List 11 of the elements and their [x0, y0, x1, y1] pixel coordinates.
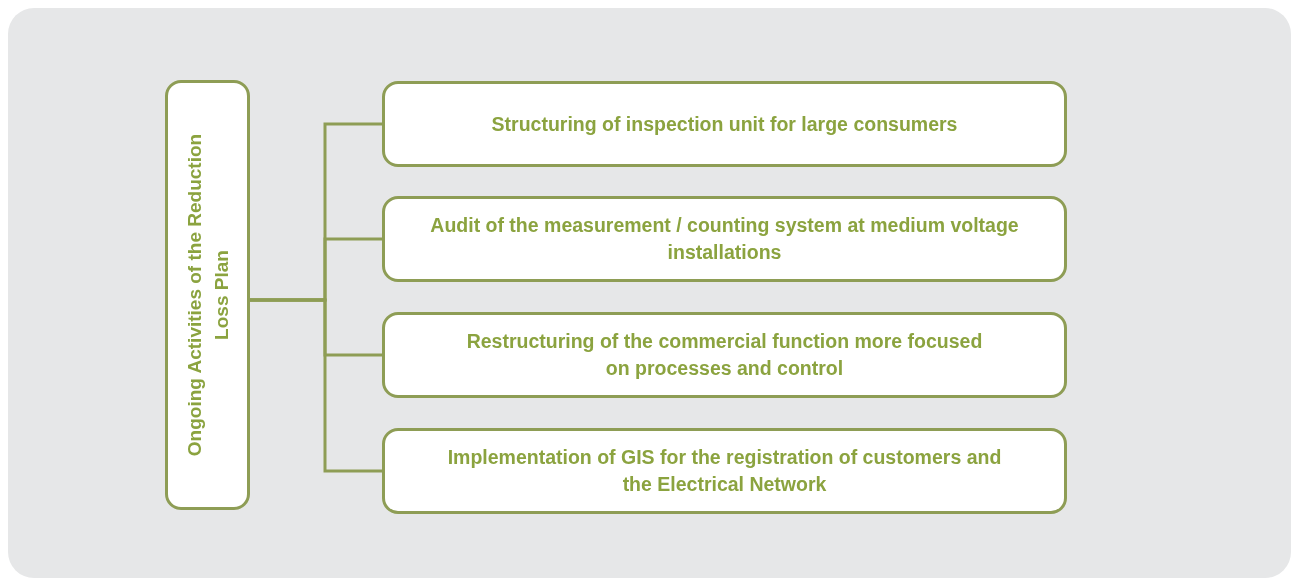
activity-text: Audit of the measurement / counting system at medium voltage installations	[429, 213, 1020, 265]
activity-box	[382, 81, 1067, 167]
activity-box	[382, 196, 1067, 282]
connector-line	[250, 298, 382, 473]
activity-text: Implementation of GIS for the registration of customers and the Electrical Network	[446, 445, 1003, 497]
activity-text: Restructuring of the commercial function more focused on processes and control	[465, 329, 984, 381]
activity-text: Structuring of inspection unit for large consumers	[490, 111, 959, 137]
vertical-heading: Ongoing Activities of the Reduction Loss Plan	[182, 132, 233, 459]
activity-box	[382, 428, 1067, 514]
title-box	[165, 80, 250, 510]
activity-box	[382, 312, 1067, 398]
